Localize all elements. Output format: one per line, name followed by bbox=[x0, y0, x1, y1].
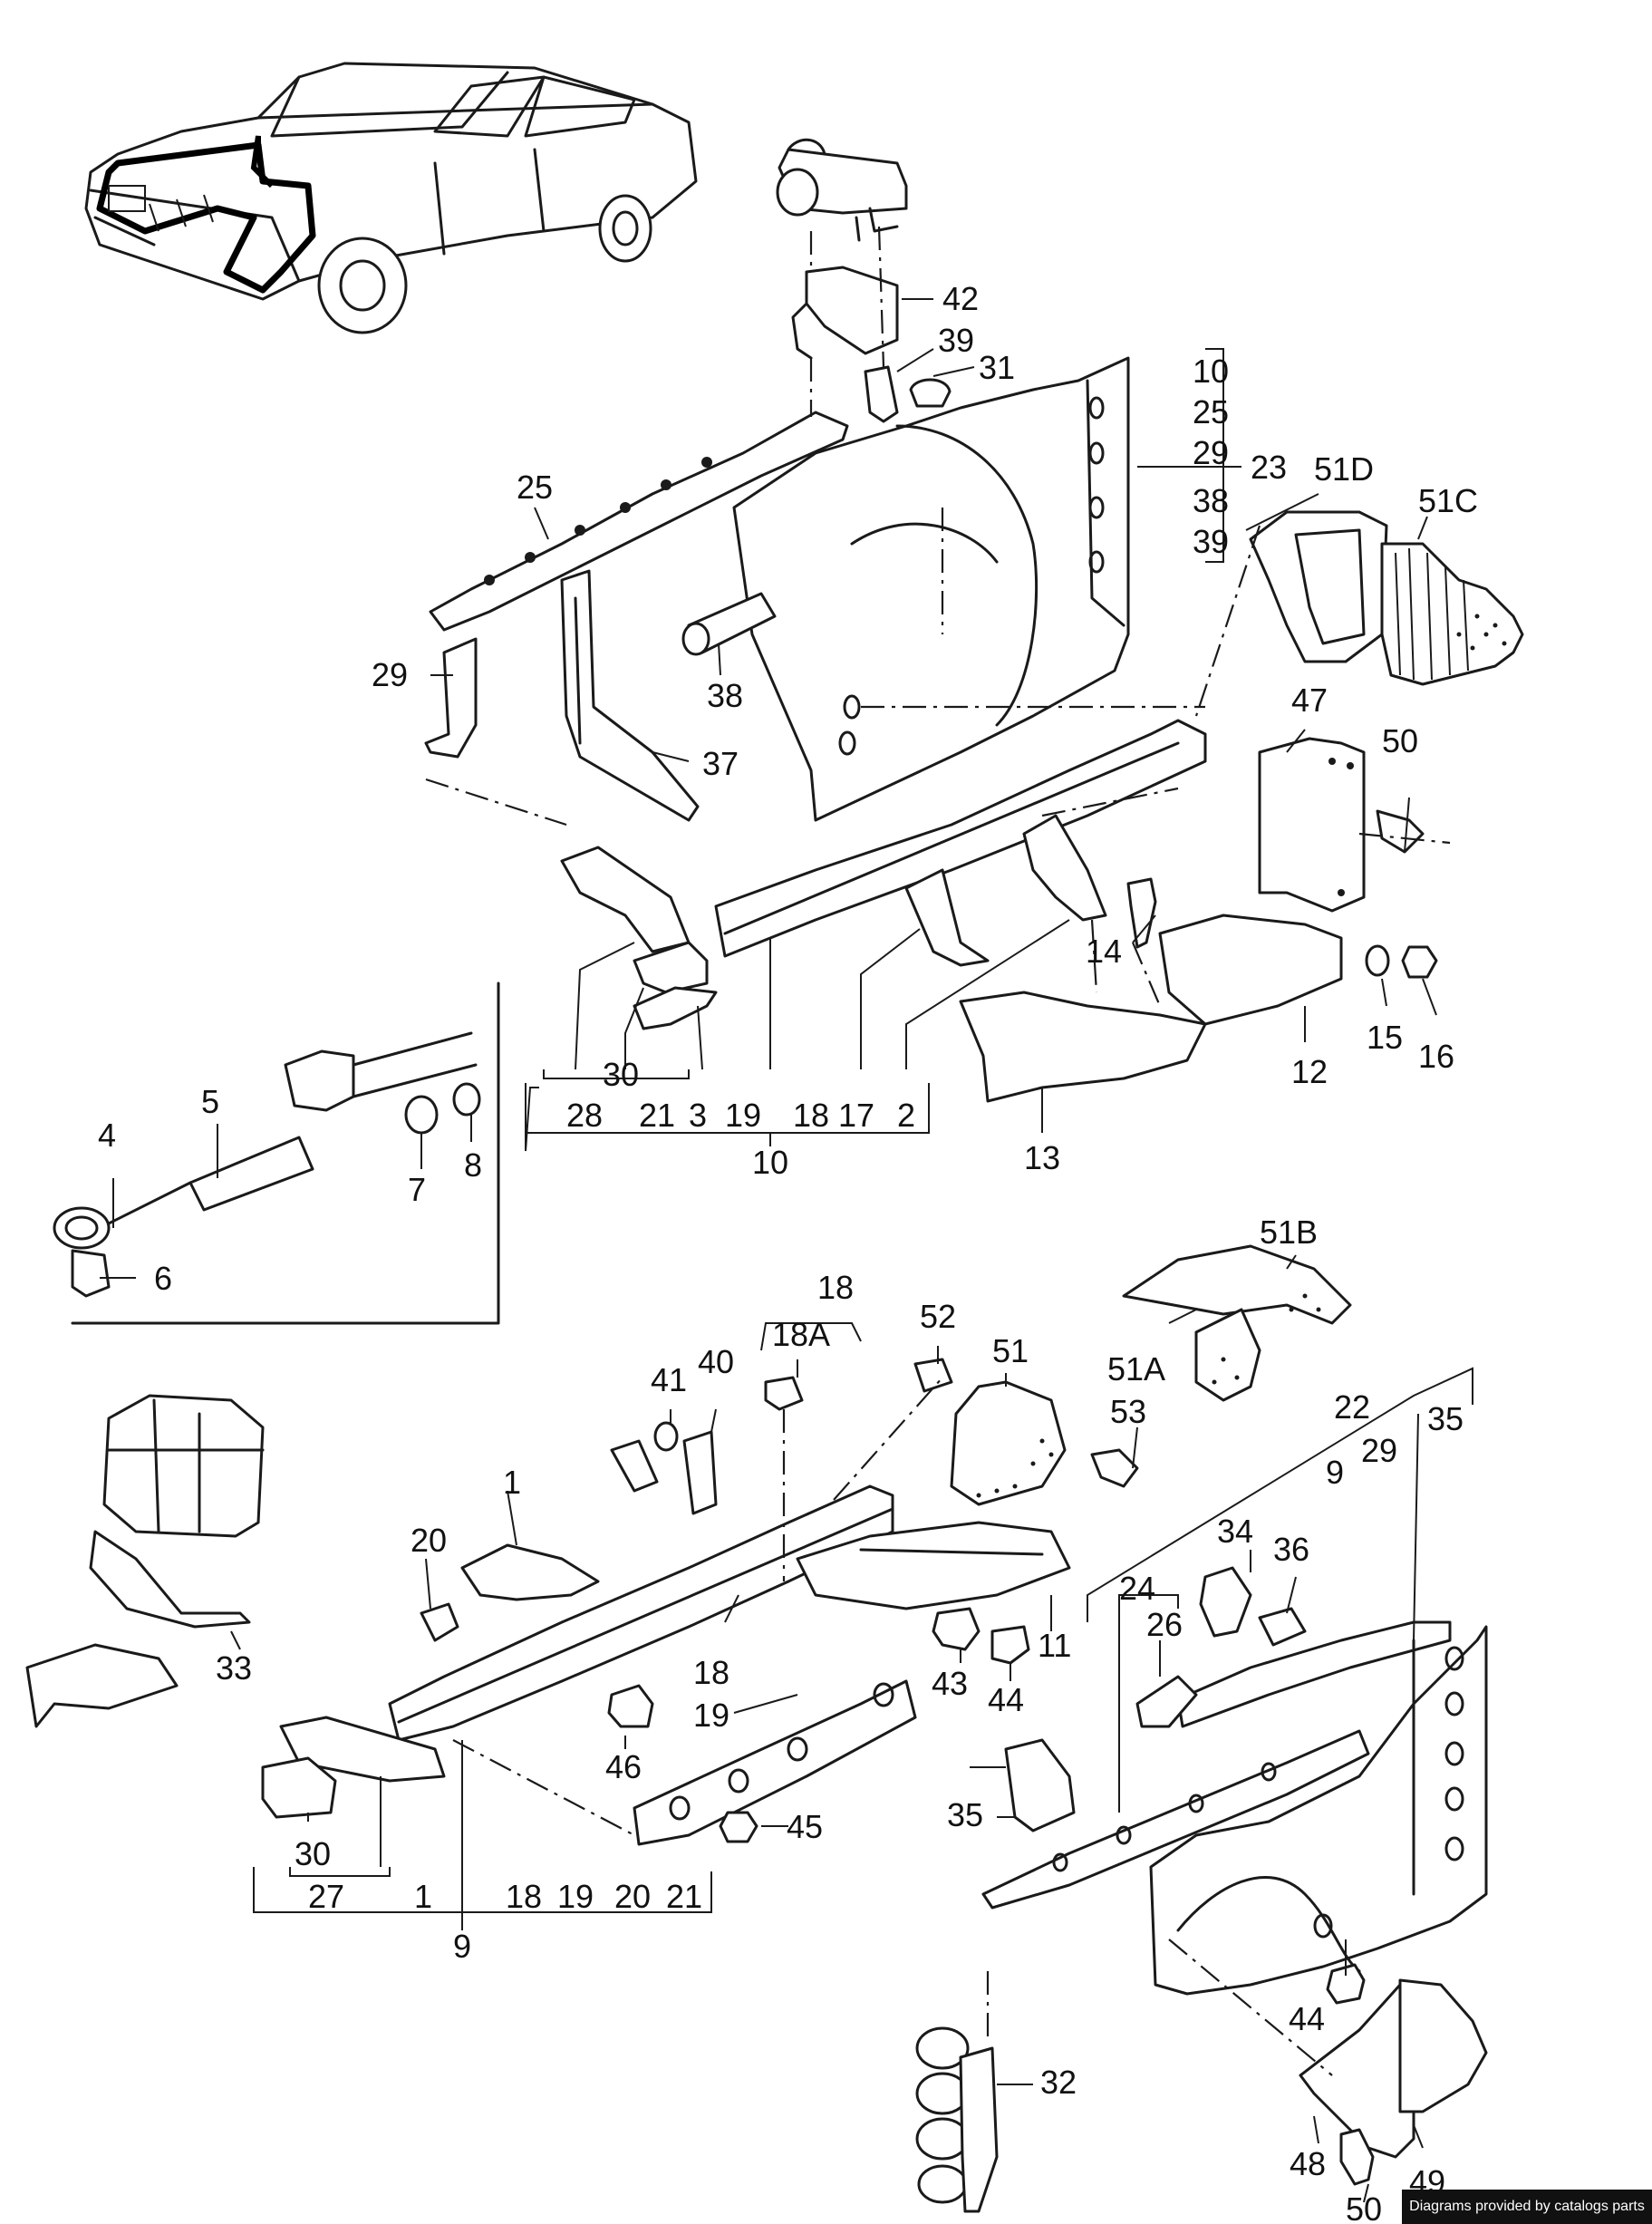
label-29: 29 bbox=[1193, 434, 1229, 471]
label-50: 50 bbox=[1346, 2190, 1382, 2224]
upper-assembly bbox=[424, 138, 1524, 1103]
assembly-center-lines bbox=[425, 226, 1451, 2076]
label-38: 38 bbox=[1193, 482, 1229, 519]
label-44: 44 bbox=[988, 1681, 1024, 1718]
label-11: 11 bbox=[1038, 1627, 1071, 1664]
label-9: 9 bbox=[453, 1928, 471, 1965]
car-illustration bbox=[84, 62, 698, 334]
label-51C: 51C bbox=[1418, 482, 1478, 519]
label-24: 24 bbox=[1119, 1570, 1155, 1607]
label-18: 18 bbox=[817, 1269, 854, 1306]
label-39: 39 bbox=[938, 322, 974, 359]
label-13: 13 bbox=[1024, 1139, 1060, 1176]
label-12: 12 bbox=[1291, 1053, 1328, 1090]
label-1: 1 bbox=[414, 1878, 432, 1915]
label-30: 30 bbox=[295, 1835, 331, 1872]
label-36: 36 bbox=[1273, 1531, 1309, 1568]
label-43: 43 bbox=[932, 1665, 968, 1702]
part-labels: 42 39 31 10 25 29 23 38 39 51D 51C 25 29… bbox=[98, 280, 1478, 2224]
label-8: 8 bbox=[464, 1146, 482, 1184]
label-46: 46 bbox=[605, 1748, 642, 1785]
label-45: 45 bbox=[787, 1808, 823, 1845]
label-26: 26 bbox=[1146, 1606, 1183, 1643]
label-51B: 51B bbox=[1260, 1214, 1318, 1251]
label-5: 5 bbox=[201, 1083, 219, 1120]
label-18: 18 bbox=[793, 1097, 829, 1134]
wheel-arch-liner-parts bbox=[1122, 1244, 1352, 1402]
label-38: 38 bbox=[707, 677, 743, 714]
label-18: 18 bbox=[693, 1654, 729, 1691]
label-52: 52 bbox=[920, 1298, 956, 1335]
label-40: 40 bbox=[698, 1343, 734, 1380]
label-2: 2 bbox=[897, 1097, 915, 1134]
label-50: 50 bbox=[1382, 722, 1418, 759]
label-7: 7 bbox=[408, 1171, 426, 1208]
label-41: 41 bbox=[651, 1361, 687, 1398]
footer-credit: Diagrams provided by catalogs parts bbox=[1402, 2190, 1652, 2224]
label-21: 21 bbox=[666, 1878, 702, 1915]
label-3: 3 bbox=[689, 1097, 707, 1134]
label-27: 27 bbox=[308, 1878, 344, 1915]
label-25: 25 bbox=[517, 469, 553, 506]
label-47: 47 bbox=[1291, 682, 1328, 719]
label-51D: 51D bbox=[1314, 450, 1374, 488]
label-30: 30 bbox=[603, 1056, 639, 1093]
label-32: 32 bbox=[1040, 2064, 1077, 2101]
label-22: 22 bbox=[1334, 1388, 1370, 1426]
label-29: 29 bbox=[1361, 1432, 1397, 1469]
label-51: 51 bbox=[992, 1332, 1029, 1369]
lower-right-fender-assembly bbox=[915, 1566, 1488, 2213]
label-16: 16 bbox=[1418, 1038, 1454, 1075]
label-35: 35 bbox=[947, 1796, 983, 1833]
label-10: 10 bbox=[752, 1144, 788, 1181]
tow-eye-group bbox=[53, 981, 500, 1325]
label-25: 25 bbox=[1193, 393, 1229, 430]
label-34: 34 bbox=[1217, 1513, 1253, 1550]
label-18: 18 bbox=[506, 1878, 542, 1915]
label-20: 20 bbox=[614, 1878, 651, 1915]
label-19: 19 bbox=[725, 1097, 761, 1134]
label-14: 14 bbox=[1086, 933, 1122, 970]
label-33: 33 bbox=[216, 1649, 252, 1687]
label-39: 39 bbox=[1193, 523, 1229, 560]
label-19: 19 bbox=[557, 1878, 594, 1915]
label-44: 44 bbox=[1289, 2000, 1325, 2037]
label-17: 17 bbox=[838, 1097, 874, 1134]
label-9: 9 bbox=[1326, 1454, 1344, 1491]
label-48: 48 bbox=[1290, 2145, 1326, 2182]
label-31: 31 bbox=[979, 349, 1015, 386]
label-1: 1 bbox=[503, 1464, 521, 1501]
label-18A: 18A bbox=[772, 1316, 830, 1353]
label-6: 6 bbox=[154, 1260, 172, 1297]
label-19: 19 bbox=[693, 1697, 729, 1734]
label-42: 42 bbox=[942, 280, 979, 317]
label-20: 20 bbox=[411, 1522, 447, 1559]
label-35: 35 bbox=[1427, 1400, 1464, 1437]
lower-left-assembly bbox=[25, 1358, 1139, 1846]
label-15: 15 bbox=[1367, 1019, 1403, 1056]
label-51A: 51A bbox=[1107, 1350, 1165, 1388]
label-21: 21 bbox=[639, 1097, 675, 1134]
label-37: 37 bbox=[702, 745, 739, 782]
leader-lines bbox=[100, 298, 1473, 2203]
label-29: 29 bbox=[372, 656, 408, 693]
label-4: 4 bbox=[98, 1117, 116, 1154]
label-28: 28 bbox=[566, 1097, 603, 1134]
label-23: 23 bbox=[1251, 449, 1287, 486]
label-53: 53 bbox=[1110, 1393, 1146, 1430]
label-10: 10 bbox=[1193, 353, 1229, 390]
